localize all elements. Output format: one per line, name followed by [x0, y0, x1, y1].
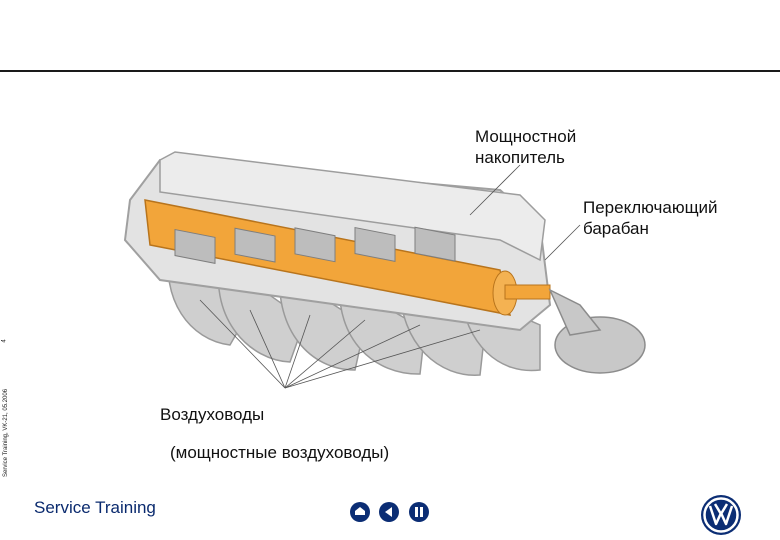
pause-button[interactable]	[409, 502, 429, 522]
brand-title: Service Training	[34, 498, 156, 518]
page-number: 4	[2, 339, 8, 342]
home-button[interactable]	[350, 502, 370, 522]
back-button[interactable]	[379, 502, 399, 522]
top-divider	[0, 70, 780, 72]
power-storage-label-line2: накопитель	[475, 147, 576, 168]
switching-drum-label: Переключающий барабан	[583, 197, 718, 239]
actuator	[550, 290, 645, 373]
pause-icon	[409, 502, 429, 522]
power-storage-label-line1: Мощностной	[475, 126, 576, 147]
air-ducts-sublabel: (мощностные воздуховоды)	[170, 442, 389, 463]
side-caption: Service Training, VK-21, 05.2006	[3, 337, 13, 477]
back-arrow-icon	[379, 502, 399, 522]
vw-logo-icon	[700, 494, 742, 536]
air-ducts-label: Воздуховоды	[160, 404, 264, 425]
home-icon	[350, 502, 370, 522]
power-storage-label: Мощностной накопитель	[475, 126, 576, 168]
switching-drum-label-line1: Переключающий	[583, 197, 718, 218]
intake-manifold-illustration	[100, 130, 680, 430]
switching-drum-label-line2: барабан	[583, 218, 718, 239]
